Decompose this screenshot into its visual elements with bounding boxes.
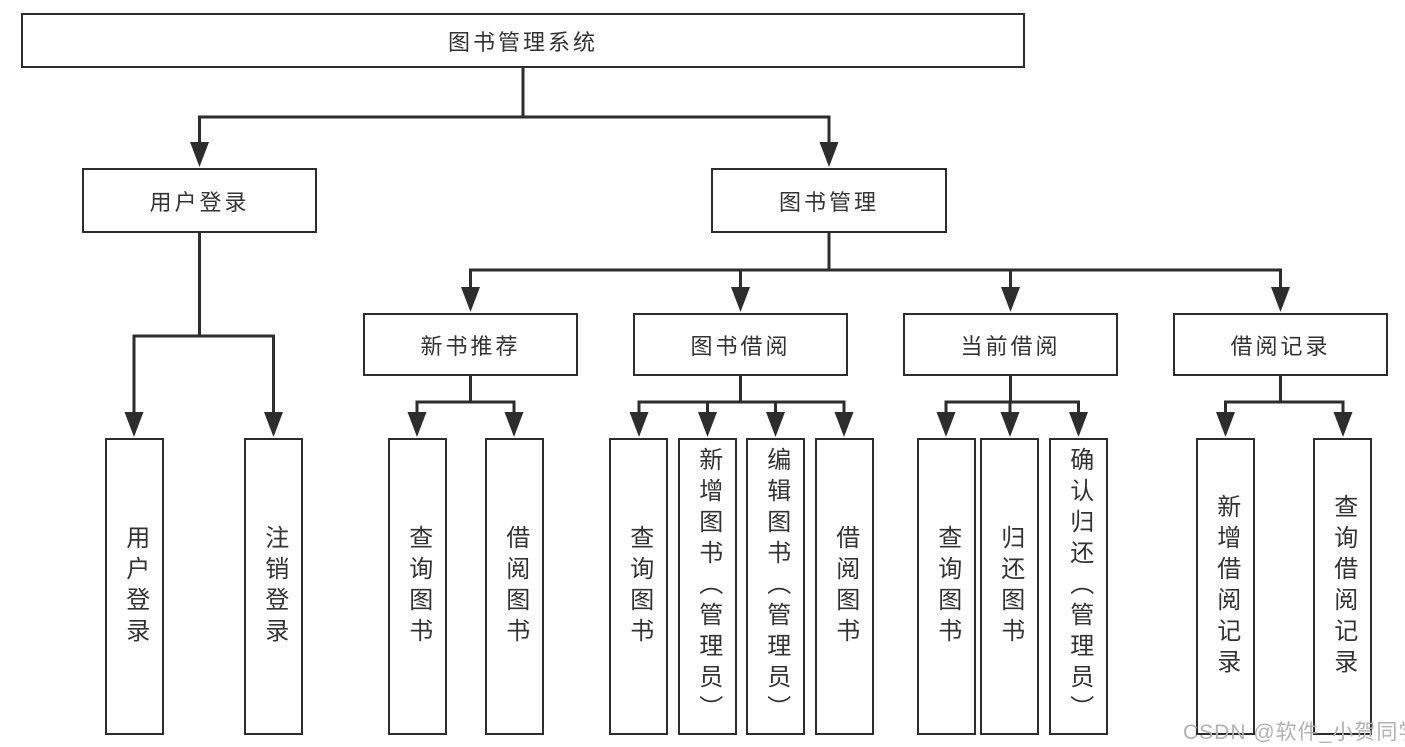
- leaf-query-books-recommend-label: 查询图书: [404, 524, 432, 649]
- leaf-borrow-books-borrowing-label: 借阅图书: [831, 524, 859, 649]
- arrowhead-icon: [819, 142, 839, 167]
- arrowhead-icon: [1271, 287, 1290, 312]
- node-user-login: 用户登录: [82, 168, 317, 233]
- arrowhead-icon: [698, 412, 717, 437]
- leaf-confirm-return-admin: 确认归还（管理员）: [1049, 438, 1108, 735]
- leaf-edit-books-admin-label: 编辑图书（管理员）: [762, 447, 790, 726]
- leaf-user-login-label: 用户登录: [121, 524, 149, 649]
- leaf-add-borrow-record: 新增借阅记录: [1196, 438, 1255, 735]
- leaf-query-borrow-record: 查询借阅记录: [1313, 438, 1372, 735]
- leaf-borrow-books-borrowing: 借阅图书: [815, 438, 874, 735]
- connector-root-to-level2: [198, 66, 831, 144]
- connector-book-borrow-split: [637, 376, 846, 414]
- arrowhead-icon: [504, 412, 524, 437]
- connector-book-management-split: [469, 233, 1282, 289]
- leaf-query-books-recommend: 查询图书: [388, 438, 447, 735]
- leaf-borrow-books-recommend-label: 借阅图书: [501, 524, 529, 649]
- csdn-watermark: CSDN @软件_小贺同学: [1183, 721, 1405, 744]
- node-book-management: 图书管理: [711, 168, 947, 233]
- connector-new-book-split: [415, 376, 516, 414]
- leaf-logout: 注销登录: [244, 438, 303, 735]
- leaf-add-borrow-record-label: 新增借阅记录: [1212, 493, 1240, 680]
- leaf-borrow-books-recommend: 借阅图书: [485, 438, 544, 735]
- leaf-return-books-label: 归还图书: [996, 524, 1024, 649]
- arrowhead-icon: [1216, 412, 1235, 437]
- arrowhead-icon: [936, 412, 956, 437]
- connector-borrow-record-split: [1224, 376, 1345, 414]
- leaf-query-books-current-label: 查询图书: [933, 524, 961, 649]
- node-new-book-recommend: 新书推荐: [363, 313, 578, 376]
- arrowhead-icon: [461, 287, 480, 312]
- leaf-user-login: 用户登录: [105, 438, 164, 735]
- arrowhead-icon: [1000, 412, 1020, 437]
- leaf-query-books-current: 查询图书: [917, 438, 976, 735]
- arrowhead-icon: [407, 412, 427, 437]
- arrowhead-icon: [264, 412, 283, 437]
- leaf-query-books-borrowing: 查询图书: [609, 438, 668, 735]
- connector-current-borrow-split: [944, 376, 1080, 414]
- leaf-logout-label: 注销登录: [260, 524, 288, 649]
- arrowhead-icon: [766, 412, 785, 437]
- node-borrowing-records: 借阅记录: [1173, 313, 1388, 376]
- leaf-query-books-borrowing-label: 查询图书: [625, 524, 653, 649]
- leaf-add-books-admin-label: 新增图书（管理员）: [694, 447, 722, 726]
- leaf-confirm-return-admin-label: 确认归还（管理员）: [1065, 447, 1093, 726]
- leaf-return-books: 归还图书: [980, 438, 1039, 735]
- connector-user-login-split: [132, 233, 275, 414]
- arrowhead-icon: [629, 412, 649, 437]
- arrowhead-icon: [1001, 287, 1020, 312]
- node-current-borrowing: 当前借阅: [903, 313, 1118, 376]
- arrowhead-icon: [124, 412, 144, 437]
- leaf-edit-books-admin: 编辑图书（管理员）: [746, 438, 805, 735]
- node-book-borrowing: 图书借阅: [633, 313, 848, 376]
- arrowhead-icon: [1333, 412, 1353, 437]
- arrowhead-icon: [190, 142, 209, 167]
- leaf-add-books-admin: 新增图书（管理员）: [678, 438, 737, 735]
- arrowhead-icon: [834, 412, 854, 437]
- arrowhead-icon: [731, 287, 750, 312]
- leaf-query-borrow-record-label: 查询借阅记录: [1329, 493, 1357, 680]
- arrowhead-icon: [1069, 412, 1088, 437]
- node-library-management-system: 图书管理系统: [21, 13, 1025, 68]
